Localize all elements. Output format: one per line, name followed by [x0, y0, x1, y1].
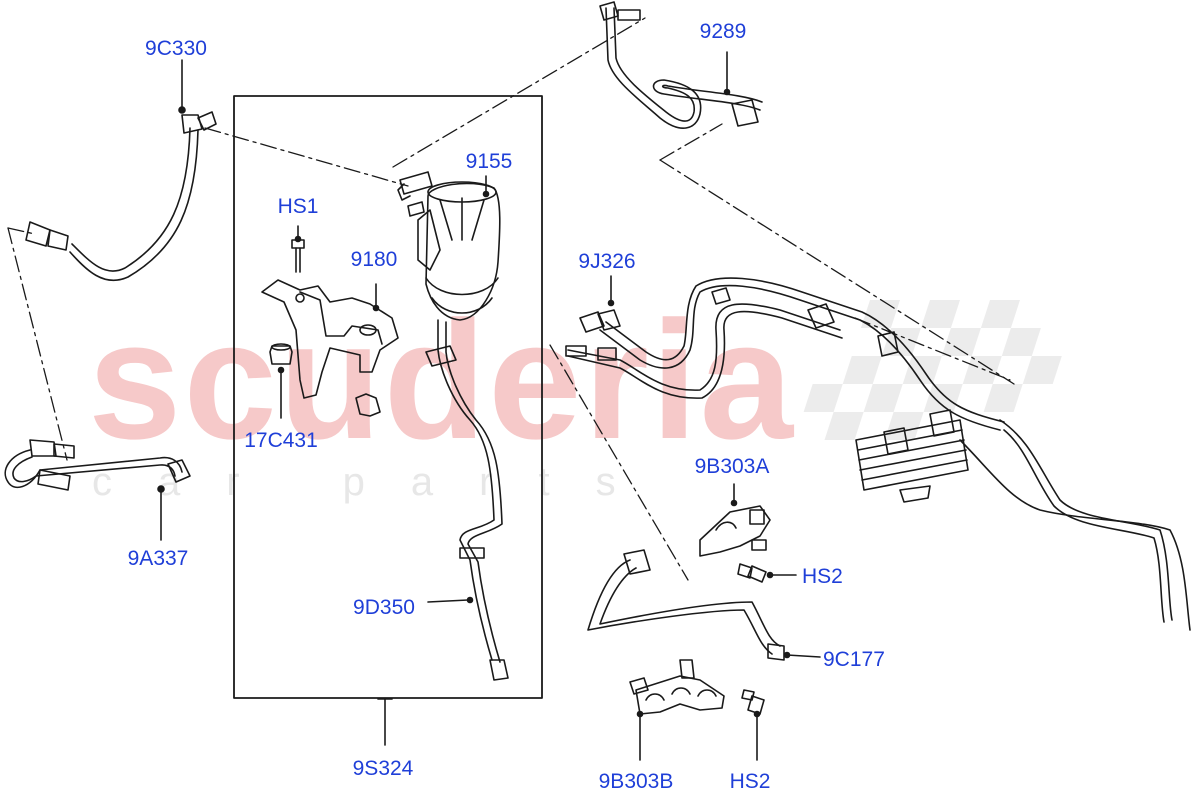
watermark-logo: scuderia [88, 286, 796, 474]
grommet-17c431 [269, 343, 381, 419]
callout-9d350: 9D350 [353, 596, 415, 619]
clip-9b303a [699, 483, 771, 557]
bolt-hs2-upper [737, 563, 797, 583]
callout-9j326: 9J326 [578, 250, 636, 273]
cooler [855, 409, 969, 503]
callout-9a337: 9A337 [127, 547, 189, 570]
callout-9c177: 9C177 [823, 648, 885, 671]
alignment-lines [7, 17, 1015, 581]
callout-9c330: 9C330 [145, 37, 207, 60]
pipe-9289 [599, 1, 763, 129]
hose-9c330 [25, 59, 217, 282]
assembly-box [233, 95, 543, 699]
callout-9180: 9180 [350, 248, 398, 271]
filter-9155 [397, 171, 501, 321]
callout-9s324: 9S324 [352, 757, 414, 780]
clip-9b303b [629, 659, 725, 761]
callout-9b303b: 9B303B [598, 770, 674, 793]
pipes-9j326 [565, 275, 1191, 631]
pipe-9c177 [587, 549, 821, 661]
callout-hs2-upper: HS2 [802, 565, 843, 588]
bracket-9180 [261, 279, 399, 399]
callout-hs1: HS1 [277, 195, 319, 218]
callout-17c431: 17C431 [244, 429, 318, 452]
callout-hs2-lower: HS2 [729, 770, 771, 793]
bolt-hs1 [291, 225, 305, 273]
hose-9d350 [425, 319, 509, 681]
callout-9b303a: 9B303A [694, 455, 770, 478]
watermark-tagline: car parts [92, 460, 662, 504]
callout-9289: 9289 [699, 20, 747, 43]
callout-9155: 9155 [465, 150, 513, 173]
pipe-9a337 [4, 439, 191, 541]
bolt-hs2-lower [741, 689, 765, 761]
